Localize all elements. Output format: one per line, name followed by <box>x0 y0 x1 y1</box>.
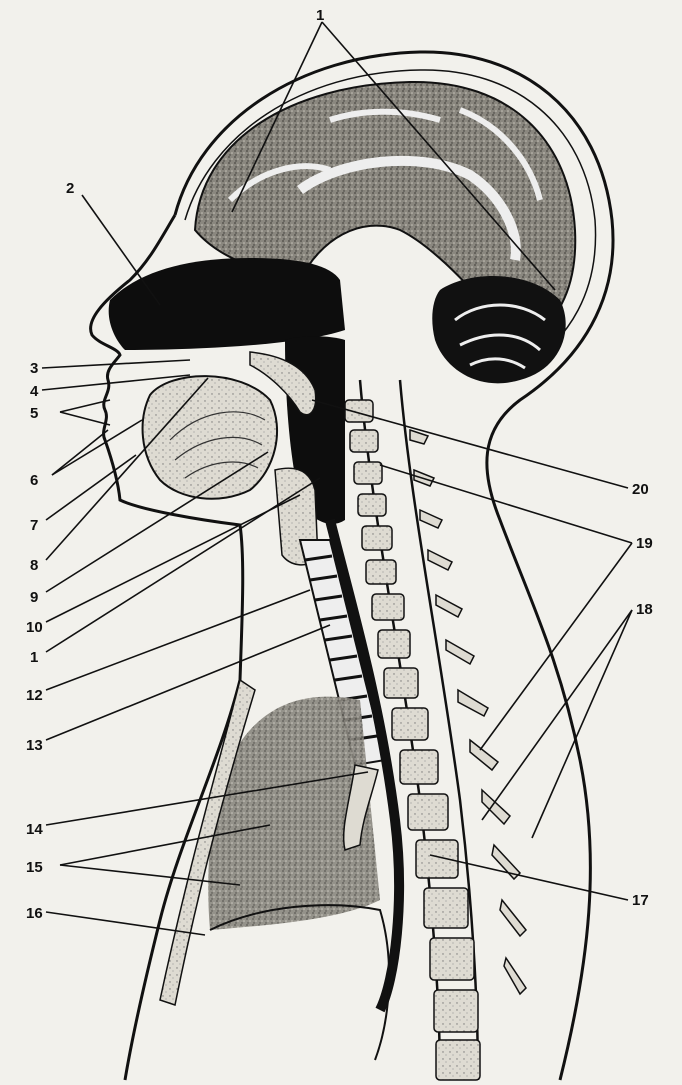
leader-11 <box>46 478 320 652</box>
leader-19b <box>480 543 632 750</box>
label-4: 4 <box>30 383 39 400</box>
label-5: 5 <box>30 405 38 422</box>
label-18: 18 <box>636 601 653 618</box>
label-6: 6 <box>30 472 38 489</box>
label-1-top: 1 <box>316 7 324 24</box>
label-15: 15 <box>26 859 43 876</box>
label-13: 13 <box>26 737 43 754</box>
nasal-cavity <box>109 258 345 350</box>
tongue <box>143 376 277 499</box>
label-2: 2 <box>66 180 74 197</box>
label-9: 9 <box>30 589 38 606</box>
label-12: 12 <box>26 687 43 704</box>
label-16: 16 <box>26 905 43 922</box>
label-14: 14 <box>26 821 43 838</box>
label-3: 3 <box>30 360 38 377</box>
cerebellum <box>432 276 565 383</box>
label-19: 19 <box>636 535 653 552</box>
label-8: 8 <box>30 557 38 574</box>
label-20: 20 <box>632 481 649 498</box>
label-11: 1 <box>30 649 38 666</box>
label-10: 10 <box>26 619 43 636</box>
label-17: 17 <box>632 892 649 909</box>
label-7: 7 <box>30 517 38 534</box>
leader-18a <box>482 610 632 820</box>
leader-6a <box>52 430 108 475</box>
leader-5b <box>60 412 110 425</box>
leader-12 <box>46 590 310 690</box>
